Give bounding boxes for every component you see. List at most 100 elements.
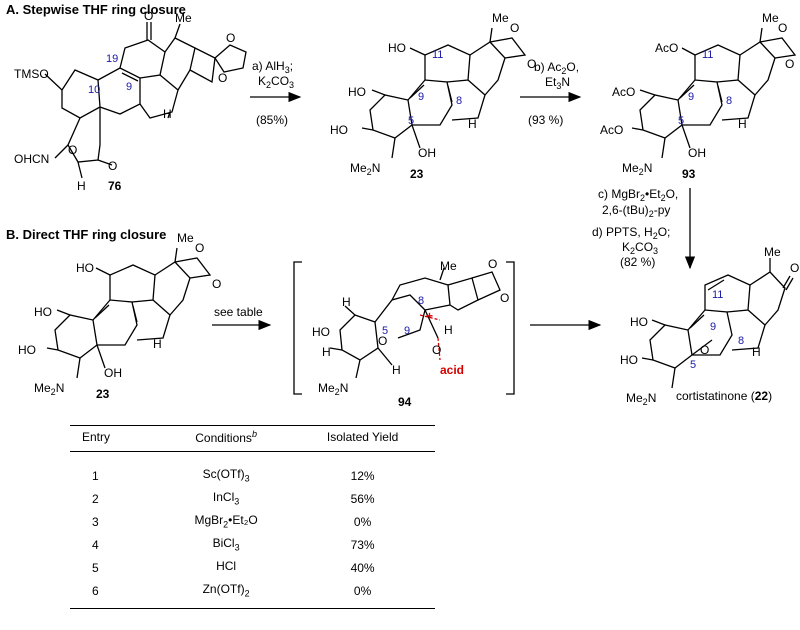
svg-text:H: H xyxy=(342,295,351,309)
svg-text:8: 8 xyxy=(418,295,424,307)
table-row: 3 MgBr2•Et₂O 0% xyxy=(70,510,435,533)
entry-cell: 2 xyxy=(92,491,99,506)
svg-text:11: 11 xyxy=(702,49,713,61)
svg-text:2,6-(tBu)2-py: 2,6-(tBu)2-py xyxy=(602,203,670,219)
svg-text:11: 11 xyxy=(432,49,443,61)
svg-text:AcO: AcO xyxy=(655,41,678,55)
svg-text:8: 8 xyxy=(726,95,732,107)
svg-text:Me: Me xyxy=(440,259,457,273)
svg-text:+: + xyxy=(426,309,433,323)
svg-text:H: H xyxy=(153,337,162,351)
svg-text:H: H xyxy=(163,107,172,121)
table-row: 1 Sc(OTf)3 12% xyxy=(70,452,435,488)
svg-text:11: 11 xyxy=(712,289,723,301)
svg-text:H: H xyxy=(77,179,86,193)
svg-text:O: O xyxy=(700,343,709,357)
svg-text:K2CO3: K2CO3 xyxy=(258,74,294,90)
svg-text:H: H xyxy=(468,117,477,131)
structure-23-bottom: HO Me O O HO HO OH H Me2N 23 xyxy=(18,231,221,401)
condition-cell: HCl xyxy=(216,559,237,574)
svg-text:HO: HO xyxy=(76,261,94,275)
svg-text:Me: Me xyxy=(764,245,781,259)
svg-text:O: O xyxy=(68,143,77,157)
svg-text:O: O xyxy=(195,241,204,255)
svg-text:5: 5 xyxy=(382,325,388,337)
svg-text:O: O xyxy=(378,334,387,348)
entry-cell: 6 xyxy=(92,583,99,598)
svg-text:(82 %): (82 %) xyxy=(620,255,655,269)
svg-text:Me: Me xyxy=(177,231,194,245)
svg-text:AcO: AcO xyxy=(612,85,635,99)
structure-23-top: HO Me O O HO HO OH H Me2N 11 9 8 5 23 xyxy=(330,11,536,181)
svg-text:Me: Me xyxy=(492,11,509,25)
svg-text:O: O xyxy=(510,21,519,35)
svg-text:O: O xyxy=(144,9,153,23)
entry-cell: 3 xyxy=(92,514,99,529)
table-row: 4 BiCl3 73% xyxy=(70,533,435,556)
svg-text:9: 9 xyxy=(404,325,410,337)
svg-text:Me: Me xyxy=(762,11,779,25)
svg-text:c) MgBr2•Et2O,: c) MgBr2•Et2O, xyxy=(598,187,678,203)
svg-text:Me: Me xyxy=(175,11,192,25)
svg-text:8: 8 xyxy=(738,335,744,347)
svg-text:HO: HO xyxy=(18,343,36,357)
svg-text:HO: HO xyxy=(620,353,638,367)
svg-text:O: O xyxy=(785,57,794,71)
condition-cell: MgBr2•Et₂O xyxy=(194,513,258,530)
table-row: 5 HCl 40% xyxy=(70,556,435,579)
svg-text:see table: see table xyxy=(214,305,263,319)
svg-text:23: 23 xyxy=(96,387,110,401)
conditions-table: Entry Conditionsb Isolated Yield 1 Sc(OT… xyxy=(70,425,435,609)
svg-text:cortistatinone (22): cortistatinone (22) xyxy=(676,389,772,403)
svg-text:H: H xyxy=(752,345,761,359)
svg-text:HO: HO xyxy=(312,325,330,339)
svg-text:Me2N: Me2N xyxy=(626,391,656,407)
svg-text:Me2N: Me2N xyxy=(350,161,380,177)
svg-text:O: O xyxy=(218,71,227,85)
svg-text:AcO: AcO xyxy=(600,123,623,137)
svg-text:O: O xyxy=(226,31,235,45)
section-b-title: B. Direct THF ring closure xyxy=(6,227,167,242)
header-entry: Entry xyxy=(70,425,162,452)
svg-text:10: 10 xyxy=(88,84,100,96)
svg-text:Me2N: Me2N xyxy=(34,381,64,397)
svg-text:Me2N: Me2N xyxy=(622,161,652,177)
svg-text:93: 93 xyxy=(682,167,696,181)
svg-text:H: H xyxy=(392,363,401,377)
svg-text:8: 8 xyxy=(456,95,462,107)
svg-text:O: O xyxy=(790,261,799,275)
svg-text:Et3N: Et3N xyxy=(545,75,570,91)
svg-text:HO: HO xyxy=(388,41,406,55)
svg-text:9: 9 xyxy=(126,81,132,93)
yield-cell: 12% xyxy=(350,468,375,483)
svg-text:d) PPTS, H2O;: d) PPTS, H2O; xyxy=(592,225,670,241)
table-row: 6 Zn(OTf)2 0% xyxy=(70,579,435,609)
svg-text:OHCN: OHCN xyxy=(14,152,49,166)
yield-cell: 0% xyxy=(353,514,372,529)
yield-cell: 0% xyxy=(353,583,372,598)
svg-text:76: 76 xyxy=(108,179,122,193)
svg-text:5: 5 xyxy=(408,115,414,127)
svg-text:HO: HO xyxy=(348,85,366,99)
structure-76: TMSO OHCN O O H O Me O O H 19 10 9 76 xyxy=(14,9,247,193)
svg-text:Me2N: Me2N xyxy=(318,381,348,397)
entry-cell: 1 xyxy=(92,468,99,483)
svg-text:O: O xyxy=(527,57,536,71)
svg-text:O: O xyxy=(488,257,497,271)
svg-text:OH: OH xyxy=(104,366,122,380)
svg-text:O: O xyxy=(778,21,787,35)
svg-text:HO: HO xyxy=(630,315,648,329)
entry-cell: 4 xyxy=(92,537,99,552)
section-a-title: A. Stepwise THF ring closure xyxy=(6,2,186,17)
table-row: 2 InCl3 56% xyxy=(70,487,435,510)
svg-text:9: 9 xyxy=(710,321,716,333)
yield-cell: 40% xyxy=(350,560,375,575)
svg-text:acid: acid xyxy=(440,363,464,377)
condition-cell: InCl3 xyxy=(212,490,240,507)
svg-text:9: 9 xyxy=(418,91,424,103)
structure-94: Me O O H HO H H O O H Me2N acid + 8 9 5 … xyxy=(293,257,515,409)
svg-text:5: 5 xyxy=(690,359,696,371)
svg-text:OH: OH xyxy=(688,146,706,160)
svg-text:9: 9 xyxy=(688,91,694,103)
